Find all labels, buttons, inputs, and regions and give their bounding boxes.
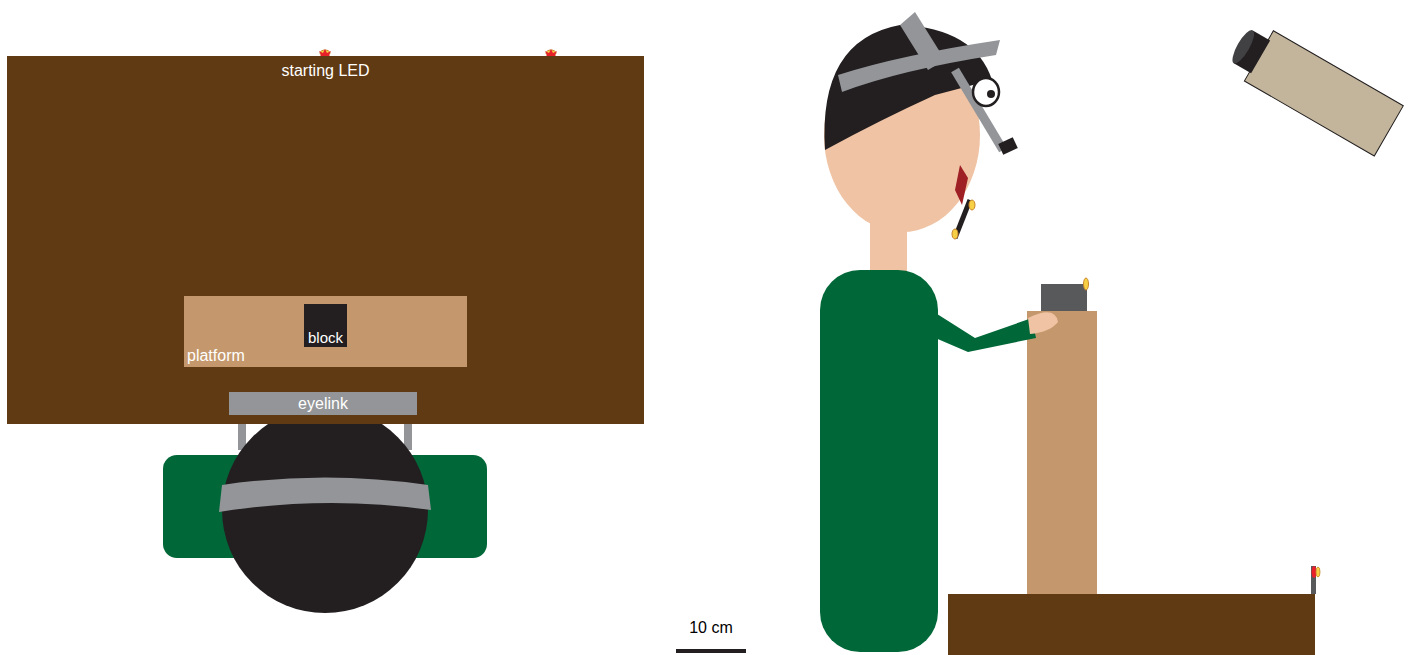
platform-box: platform block [184,296,467,367]
node-label: starting LED [281,62,369,80]
side-view [820,12,1403,655]
block-box: block [304,304,347,347]
node-label: block [308,330,343,347]
table-top: starting LED platform block eyelink [7,56,644,424]
eyelink-bar: eyelink [229,392,417,415]
node-label: platform [187,347,245,365]
scale-label: 10 cm [689,619,733,637]
node-label: eyelink [298,395,348,413]
scale-bar [676,649,746,653]
